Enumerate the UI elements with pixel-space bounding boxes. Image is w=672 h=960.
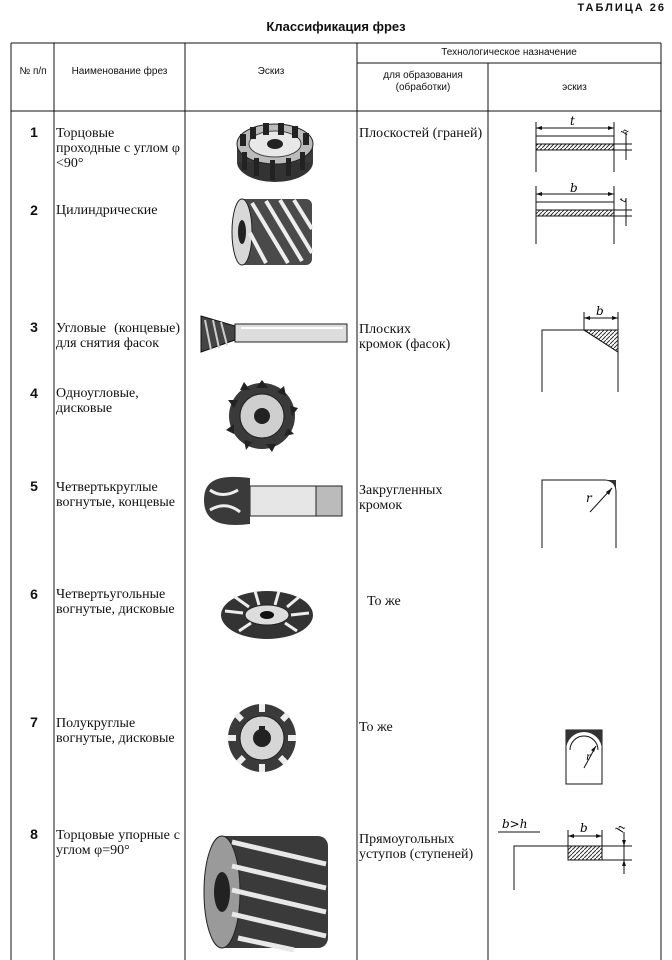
rounded-edge-sketch: r bbox=[541, 479, 617, 548]
face-shoulder-mill-illustration bbox=[203, 835, 328, 953]
row-3-name: Угловые (концевые) для снятия фасок bbox=[56, 321, 180, 351]
row-6-purpose: То же bbox=[367, 594, 401, 609]
dim-label-r5: r bbox=[586, 491, 593, 505]
step-shoulder-sketch: b>h b h bbox=[498, 817, 632, 890]
dim-label-h: h bbox=[620, 128, 631, 137]
row-4-name: Одноугловые, дисковые bbox=[56, 386, 139, 416]
row-3-purpose: Плоских кромок (фасок) bbox=[359, 322, 451, 352]
quarter-angle-disc-mill-illustration bbox=[221, 590, 313, 639]
row-7-purpose: То же bbox=[359, 720, 393, 735]
face-mill-illustration bbox=[236, 123, 314, 182]
row-7-number: 7 bbox=[30, 714, 38, 730]
row-5-purpose: Закругленных кромок bbox=[359, 483, 443, 513]
semiround-profile-sketch: r bbox=[565, 729, 603, 785]
row-8-name: Торцовые упорные с углом φ=90° bbox=[56, 828, 180, 858]
cylindrical-mill-illustration bbox=[231, 198, 314, 266]
table-number: ТАБЛИЦА 26 bbox=[577, 2, 666, 14]
col-header-purpose-sketch: эскиз bbox=[562, 82, 587, 93]
dim-label-r7: r bbox=[586, 752, 592, 763]
surface-machining-sketch-2: b t bbox=[535, 181, 632, 244]
dim-label-t2: t bbox=[618, 197, 629, 204]
table-title: Классификация фрез bbox=[266, 19, 406, 34]
semicircular-disc-mill-illustration bbox=[228, 704, 296, 772]
row-1-number: 1 bbox=[30, 124, 38, 140]
col-header-purpose: для образования (обработки) bbox=[383, 70, 463, 93]
dim-label-b8: b bbox=[580, 821, 588, 835]
row-6-name: Четвертьугольные вогнутые, дисковые bbox=[56, 587, 175, 617]
row-4-number: 4 bbox=[30, 385, 38, 401]
row-3-number: 3 bbox=[30, 319, 38, 335]
dim-label-b3: b bbox=[596, 304, 604, 318]
col-header-sketch: Эскиз bbox=[257, 66, 285, 77]
row-6-number: 6 bbox=[30, 586, 38, 602]
col-header-name: Наименование фрез bbox=[71, 66, 168, 77]
angle-end-mill-illustration bbox=[200, 315, 348, 353]
row-1-purpose: Плоскостей (граней) bbox=[359, 126, 483, 141]
row-8-purpose: Прямоугольных уступов (ступеней) bbox=[359, 832, 474, 862]
quarter-round-end-mill-illustration bbox=[204, 476, 343, 525]
col-header-num: № п/п bbox=[19, 66, 47, 77]
dim-label-h8: h bbox=[613, 823, 628, 834]
col-header-tech: Технологическое назначение bbox=[441, 47, 577, 58]
row-5-name: Четвертькруглые вогнутые, концевые bbox=[56, 480, 176, 510]
single-angle-disc-mill-illustration bbox=[226, 380, 298, 452]
dim-label-b: b bbox=[570, 181, 578, 195]
row-1-name: Торцовые проходные с углом φ <90° bbox=[56, 126, 180, 171]
surface-machining-sketch-1: t h bbox=[535, 114, 632, 172]
dim-label-t: t bbox=[570, 114, 575, 128]
chamfer-sketch: b bbox=[541, 304, 619, 392]
row-2-number: 2 bbox=[30, 202, 38, 218]
row-5-number: 5 bbox=[30, 478, 38, 494]
row-7-name: Полукруглые вогнутые, дисковые bbox=[56, 716, 175, 746]
row-8-number: 8 bbox=[30, 826, 38, 842]
row-2-name: Цилиндрические bbox=[56, 203, 158, 218]
dim-label-bgh: b>h bbox=[502, 817, 527, 831]
